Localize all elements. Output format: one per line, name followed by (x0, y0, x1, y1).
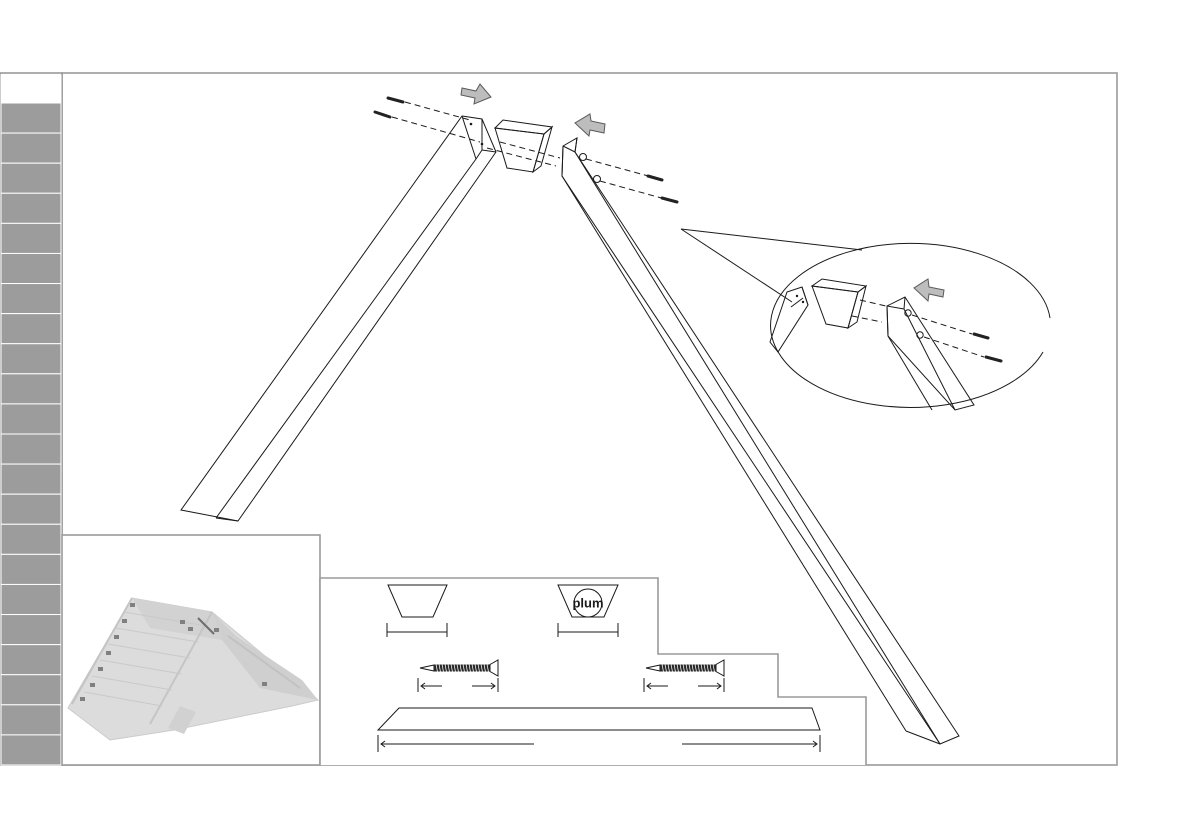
step-tab[interactable] (1, 735, 61, 765)
step-tab[interactable] (1, 615, 61, 645)
step-tab[interactable] (1, 374, 61, 404)
plum-logo-text: plum (572, 596, 603, 611)
step-tab[interactable] (1, 193, 61, 223)
step-tab[interactable] (1, 404, 61, 434)
step-tab[interactable] (1, 344, 61, 374)
step-tab[interactable] (1, 524, 61, 554)
step-tab[interactable] (1, 163, 61, 193)
finished-product-preview (62, 535, 320, 765)
step-tab[interactable] (1, 75, 61, 103)
step-tab-strip (0, 73, 62, 765)
step-tab[interactable] (1, 554, 61, 584)
step-tab[interactable] (1, 675, 61, 705)
step-tab[interactable] (1, 645, 61, 675)
step-tab[interactable] (1, 494, 61, 524)
step-tab[interactable] (1, 284, 61, 314)
step-tab[interactable] (1, 705, 61, 735)
step-tab[interactable] (1, 434, 61, 464)
step-tab[interactable] (1, 314, 61, 344)
step-tab[interactable] (1, 464, 61, 494)
step-tab[interactable] (1, 133, 61, 163)
step-tab[interactable] (1, 103, 61, 133)
step-tab[interactable] (1, 253, 61, 283)
step-tab[interactable] (1, 584, 61, 614)
step-tab[interactable] (1, 223, 61, 253)
